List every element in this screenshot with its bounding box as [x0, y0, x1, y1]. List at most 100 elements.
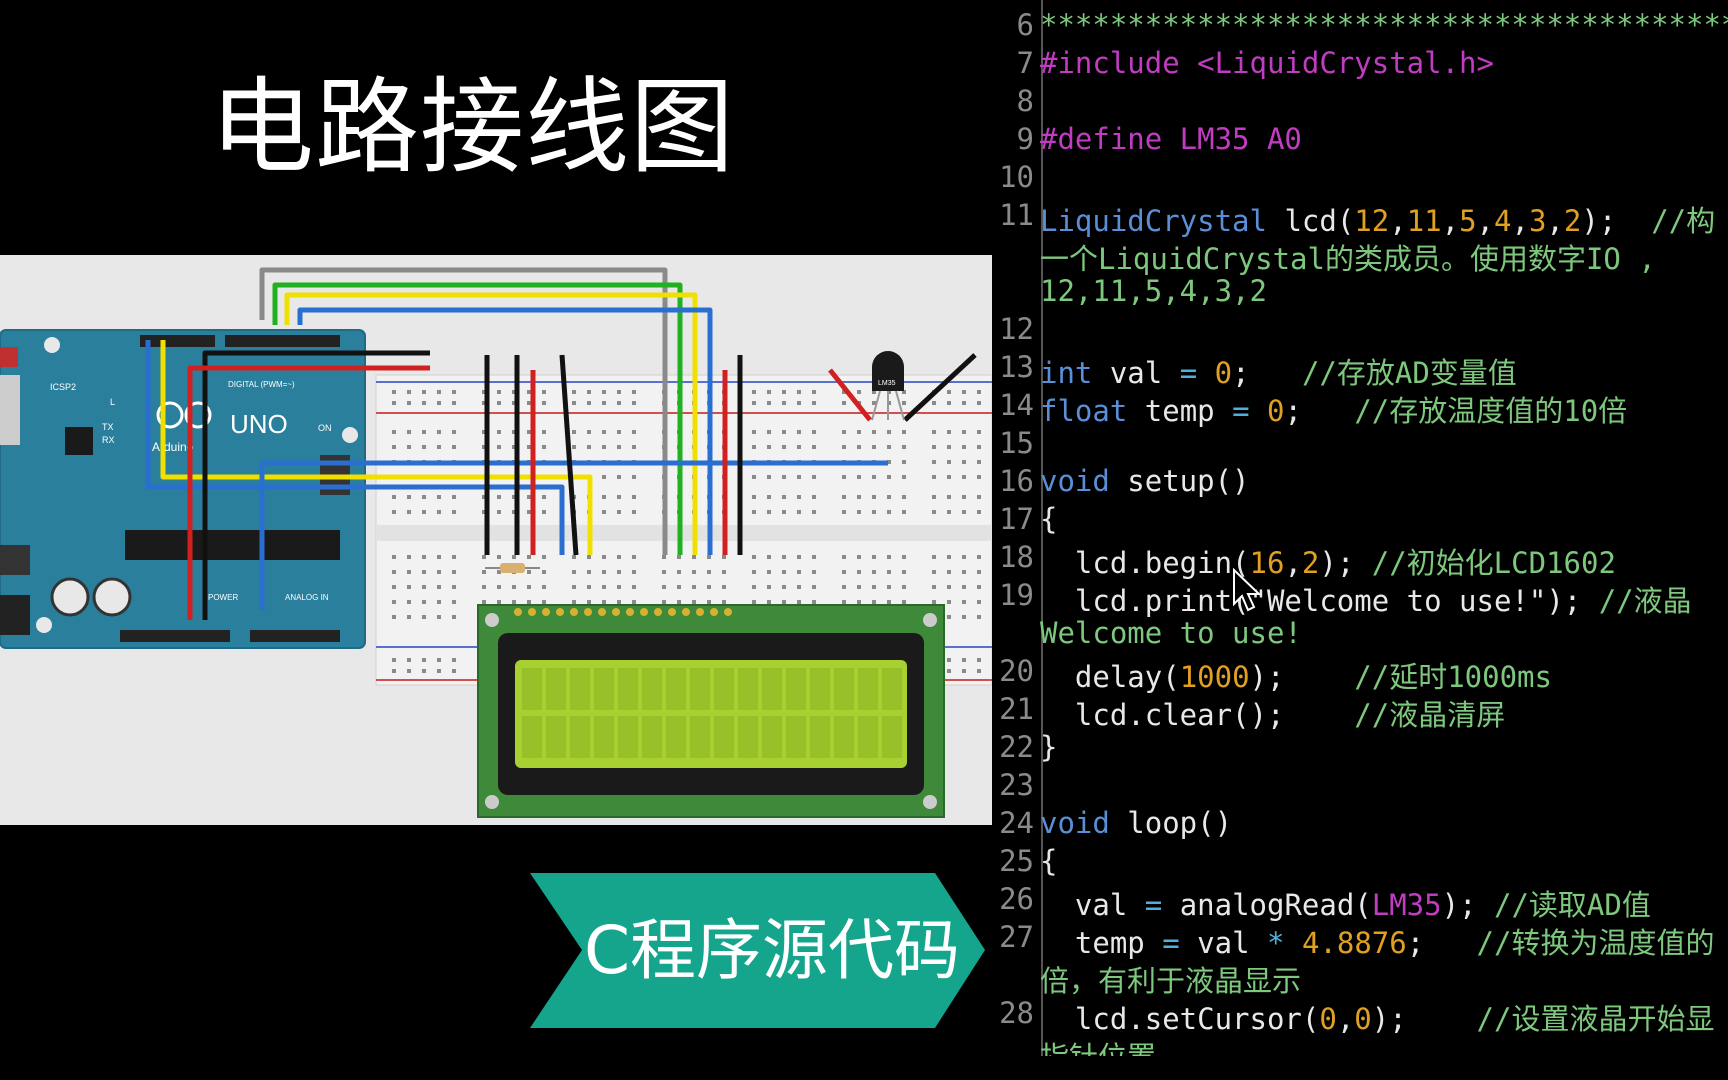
code-token: val [1040, 888, 1145, 922]
line-number: 14 [999, 388, 1034, 422]
code-line: lcd.print("Welcome to use!"); //液晶 [1040, 578, 1692, 620]
line-number: 19 [999, 578, 1034, 612]
lcd1602-module [477, 604, 945, 818]
code-line: lcd.clear(); //液晶清屏 [1040, 692, 1505, 734]
code-token: } [1040, 730, 1058, 764]
code-token: 0 [1214, 356, 1233, 390]
code-token: Welcome to use! [1040, 616, 1302, 650]
wires [145, 267, 977, 620]
code-token: 2 [1301, 546, 1320, 580]
code-token: = [1232, 394, 1250, 428]
code-token: 11 [1406, 204, 1442, 238]
svg-text:ON: ON [318, 423, 332, 433]
code-section-banner: C程序源代码 [530, 873, 985, 1028]
code-line: int val = 0; //存放AD变量值 [1040, 350, 1517, 392]
code-line: { [1040, 502, 1057, 536]
code-token: ); [1319, 546, 1372, 580]
svg-text:L: L [110, 397, 115, 407]
line-number: 28 [999, 996, 1034, 1030]
code-line: 指针位置 [1040, 1034, 1156, 1056]
svg-text:TX: TX [102, 422, 114, 432]
code-token: 倍，有利于液晶显示 [1040, 964, 1302, 998]
code-token: 一个LiquidCrystal的类成员。使用数字IO , [1040, 242, 1656, 276]
mouse-pointer-icon [1233, 568, 1262, 612]
code-line: float temp = 0; //存放温度值的10倍 [1040, 388, 1627, 430]
code-token: val [1179, 926, 1267, 960]
line-number: 27 [999, 920, 1034, 954]
svg-text:ANALOG IN: ANALOG IN [285, 593, 329, 602]
code-token: 12 [1354, 204, 1390, 238]
code-token: , [1284, 546, 1302, 580]
code-line: 一个LiquidCrystal的类成员。使用数字IO , [1040, 236, 1656, 278]
code-token: { [1040, 844, 1058, 878]
code-token: = [1162, 926, 1180, 960]
code-token: ; [1232, 356, 1302, 390]
code-token: void [1040, 806, 1110, 840]
code-line: } [1040, 730, 1057, 764]
code-token: 0 [1354, 1002, 1372, 1036]
code-token: = [1144, 888, 1163, 922]
code-token [1197, 356, 1214, 390]
code-token: //液晶清屏 [1354, 698, 1506, 732]
banner-label: C程序源代码 [583, 912, 961, 989]
code-token: lcd( [1266, 204, 1355, 238]
svg-text:DIGITAL (PWM=~): DIGITAL (PWM=~) [228, 380, 295, 389]
code-token [1284, 926, 1301, 960]
circuit-diagram: UNO Arduino ICSP2 TX RX L ON DIGITAL (PW… [0, 255, 992, 825]
code-line: val = analogRead(LM35); //读取AD值 [1040, 882, 1651, 924]
code-line: temp = val * 4.8876; //转换为温度值的 [1040, 920, 1715, 962]
code-token: //读取AD值 [1493, 888, 1651, 922]
code-token: //液晶 [1598, 584, 1692, 618]
code-editor[interactable]: 6***************************************… [990, 0, 1728, 1056]
code-token: 16 [1249, 546, 1285, 580]
svg-text:LM35: LM35 [878, 380, 896, 387]
code-token: { [1040, 502, 1058, 536]
code-token: #define LM35 A0 [1040, 122, 1302, 156]
code-token: LiquidCrystal [1040, 204, 1267, 238]
code-token: //转换为温度值的 [1476, 926, 1715, 960]
code-token: * [1267, 926, 1285, 960]
line-number: 13 [999, 350, 1034, 384]
resistor [485, 563, 540, 573]
code-token: , [1546, 204, 1564, 238]
code-line: ****************************************… [1040, 8, 1728, 42]
line-number: 16 [999, 464, 1034, 498]
code-token [1250, 394, 1267, 428]
line-number: 9 [1016, 122, 1034, 156]
code-token: , [1336, 1002, 1355, 1036]
line-number: 18 [999, 540, 1034, 574]
line-number: 25 [999, 844, 1034, 878]
page-title: 电路接线图 [210, 66, 736, 188]
board-brand-label: Arduino [152, 440, 194, 454]
code-token: 4.8876 [1301, 926, 1407, 960]
line-number: 23 [999, 768, 1034, 802]
code-line: lcd.setCursor(0,0); //设置液晶开始显 [1040, 996, 1715, 1038]
banner-arrow-shape [530, 873, 985, 1028]
code-token: 0 [1319, 1002, 1337, 1036]
line-number: 22 [999, 730, 1034, 764]
code-token: #include <LiquidCrystal.h> [1040, 46, 1494, 80]
line-number: 17 [999, 502, 1034, 536]
code-token: //存放AD变量值 [1301, 356, 1517, 390]
code-line: void loop() [1040, 806, 1232, 840]
code-token: //存放温度值的10倍 [1354, 394, 1628, 428]
line-number: 8 [1016, 84, 1034, 118]
infinity-logo [156, 401, 212, 429]
code-token: lcd.begin( [1040, 546, 1250, 580]
line-number: 7 [1016, 46, 1034, 80]
line-number: 15 [999, 426, 1034, 460]
svg-text:POWER: POWER [208, 593, 238, 602]
code-token: loop() [1109, 806, 1233, 840]
code-token: 5 [1459, 204, 1477, 238]
code-token: int [1040, 356, 1093, 390]
code-token: ; [1284, 394, 1355, 428]
code-token: 2 [1563, 204, 1582, 238]
code-token: ); [1441, 888, 1494, 922]
code-token: setup() [1109, 464, 1250, 498]
code-token: ); [1249, 660, 1355, 694]
line-number: 20 [999, 654, 1034, 688]
lm35-sensor: LM35 [871, 351, 905, 421]
code-token: float [1040, 394, 1128, 428]
code-line: #define LM35 A0 [1040, 122, 1302, 156]
code-token: void [1040, 464, 1110, 498]
